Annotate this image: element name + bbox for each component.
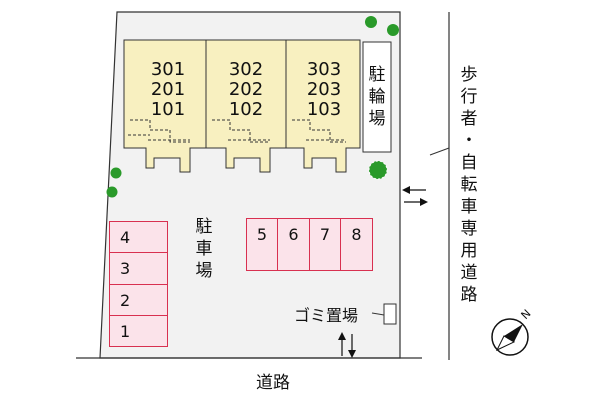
building-3 bbox=[285, 39, 361, 173]
parking-space: 3 bbox=[109, 253, 168, 285]
parking-space: 8 bbox=[341, 218, 373, 271]
unit-number: 102 bbox=[228, 99, 264, 120]
building-1 bbox=[123, 39, 207, 173]
parking-label: 駐 車 場 bbox=[195, 217, 213, 281]
parking-space: 2 bbox=[109, 285, 168, 316]
unit-number: 302 bbox=[228, 59, 264, 80]
parking-space: 5 bbox=[246, 218, 278, 271]
garbage-label: ゴミ置場 bbox=[294, 306, 359, 325]
unit-number: 203 bbox=[306, 79, 342, 100]
bicycle-parking-area bbox=[362, 41, 392, 153]
parking-space: 6 bbox=[278, 218, 310, 271]
entry-arrows-right bbox=[402, 186, 428, 206]
building-2-units: 302 202 102 bbox=[218, 60, 274, 120]
unit-number: 103 bbox=[306, 99, 342, 120]
garbage-area-box bbox=[383, 303, 397, 325]
tree-icon bbox=[106, 186, 118, 198]
bicycle-parking-label: 駐 輪 場 bbox=[368, 65, 386, 129]
path-label: 歩 行 者 ・ 自 転 車 専 用 道 路 bbox=[460, 65, 478, 305]
parking-space: 4 bbox=[109, 221, 168, 253]
garbage-leader-line bbox=[371, 312, 385, 316]
tree-icon bbox=[387, 24, 399, 36]
building-3-units: 303 203 103 bbox=[296, 60, 352, 120]
unit-number: 301 bbox=[150, 59, 186, 80]
road-label: 道路 bbox=[256, 373, 290, 393]
parking-space: 7 bbox=[310, 218, 341, 271]
unit-number: 303 bbox=[306, 59, 342, 80]
unit-number: 202 bbox=[228, 79, 264, 100]
unit-number: 201 bbox=[150, 79, 186, 100]
unit-number: 101 bbox=[150, 99, 186, 120]
entry-arrows-bottom bbox=[338, 332, 356, 358]
tree-icon bbox=[365, 16, 377, 28]
tree-icon bbox=[368, 160, 388, 180]
path-leader-line bbox=[429, 147, 450, 156]
compass-icon bbox=[491, 318, 529, 356]
tree-icon bbox=[110, 167, 122, 179]
parking-space: 1 bbox=[109, 316, 168, 347]
building-1-units: 301 201 101 bbox=[140, 60, 196, 120]
